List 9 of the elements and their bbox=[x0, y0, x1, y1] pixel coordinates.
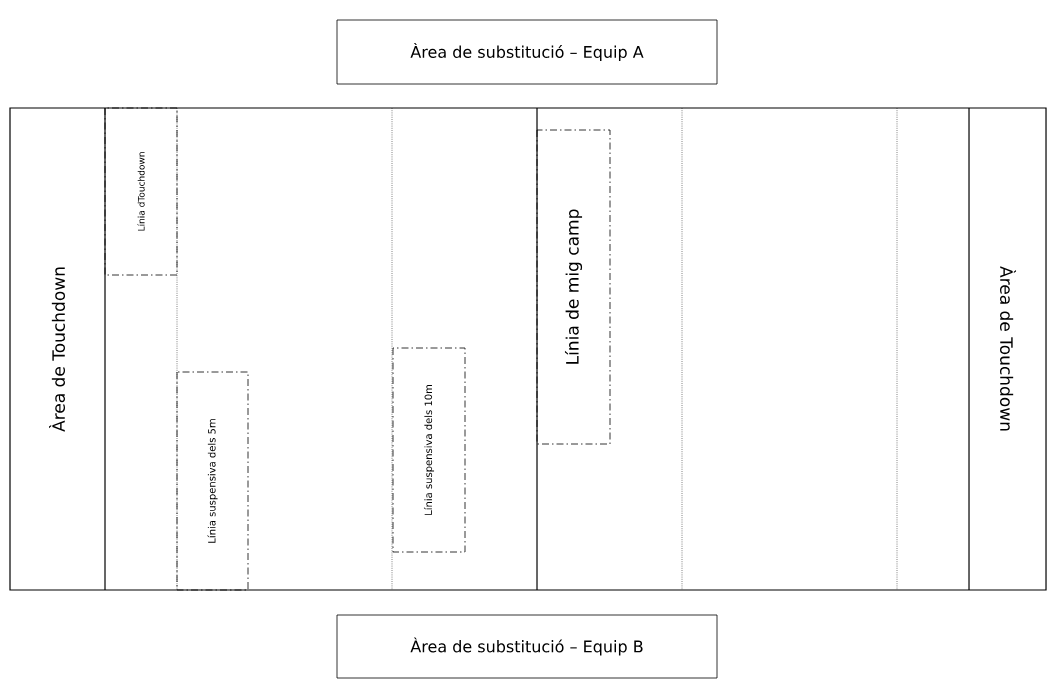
field-outline bbox=[9, 107, 1047, 591]
label-box: Línia suspensiva dels 10m bbox=[392, 347, 466, 553]
area-box: Àrea de substitució – Equip A bbox=[336, 19, 718, 85]
area-box: Àrea de substitució – Equip B bbox=[336, 614, 718, 679]
label-box: Línia dTouchdown bbox=[104, 107, 178, 276]
area-label: Àrea de Touchdown bbox=[49, 267, 65, 432]
label-box: Línia suspensiva dels 5m bbox=[176, 371, 249, 591]
area-label: Àrea de Touchdown bbox=[1000, 266, 1016, 431]
label-box: Línia de mig camp bbox=[536, 129, 611, 445]
